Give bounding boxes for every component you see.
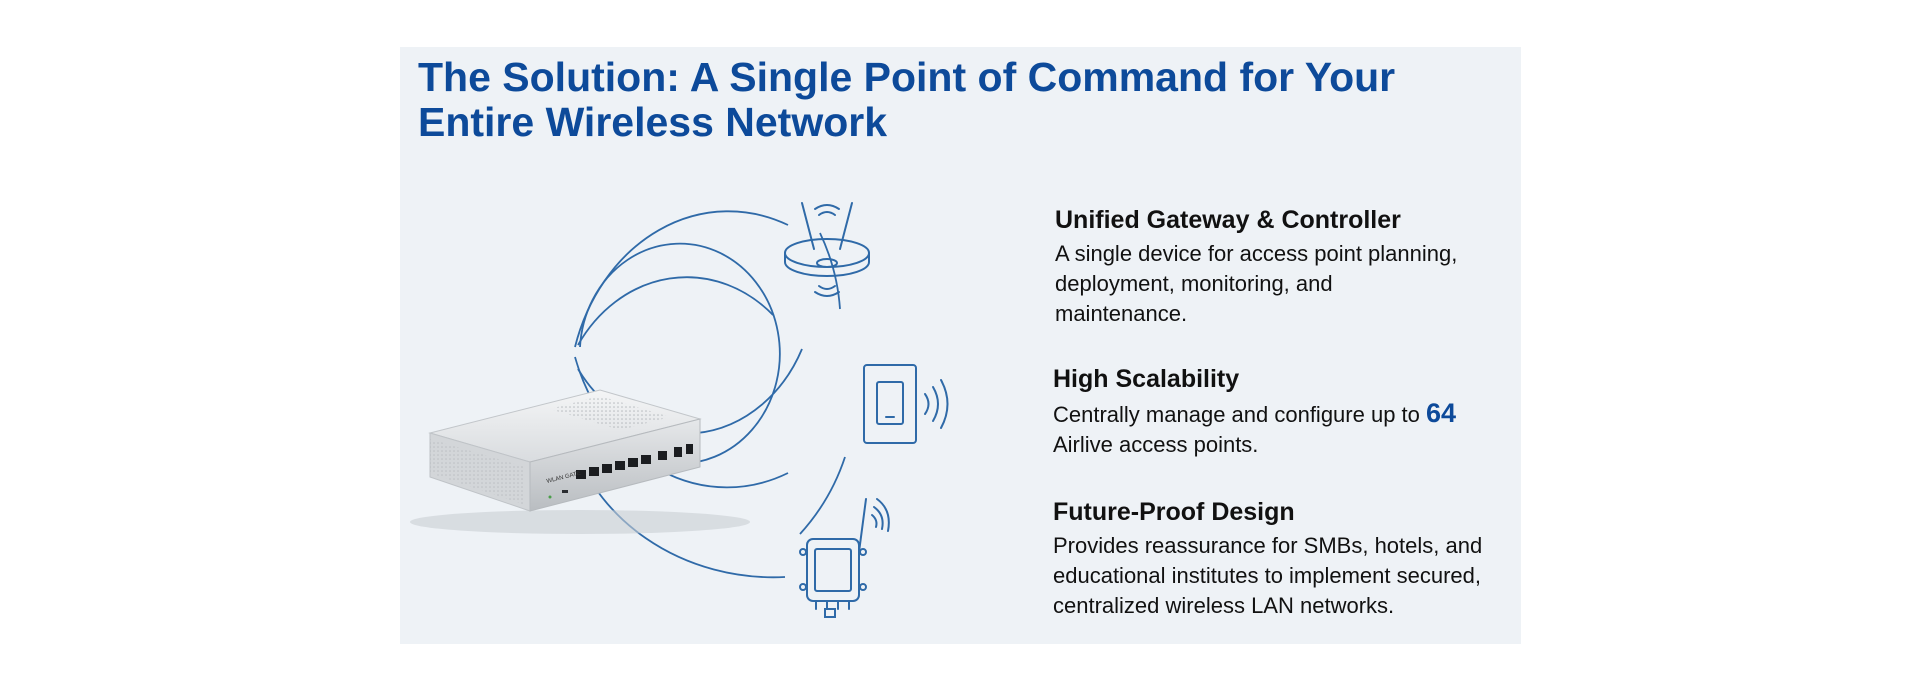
title-line-1: The Solution: A Single Point of Command … — [418, 54, 1396, 100]
outdoor-access-point-icon — [799, 498, 890, 618]
access-point-count: 64 — [1426, 398, 1457, 428]
feature-heading: Future-Proof Design — [1053, 498, 1295, 526]
ethernet-ports — [576, 444, 693, 479]
slide-title: The Solution: A Single Point of Command … — [418, 55, 1498, 145]
feature-body: A single device for access point plannin… — [1055, 239, 1505, 329]
feature-body: Centrally manage and configure up to 64 … — [1053, 398, 1503, 460]
connection-arc-right-upper — [819, 232, 841, 310]
gateway-device-image: WLAN GATE — [410, 389, 750, 534]
feature-body-line: Provides reassurance for SMBs, hotels, a… — [1053, 533, 1483, 558]
wall-plate-access-point-icon — [863, 364, 949, 444]
feature-body-line: centralized wireless LAN networks. — [1053, 593, 1395, 618]
feature-body-line: A single device for access point plannin… — [1055, 241, 1458, 266]
slide: The Solution: A Single Point of Command … — [400, 47, 1521, 644]
feature-heading: Unified Gateway & Controller — [1055, 206, 1401, 234]
feature-body: Provides reassurance for SMBs, hotels, a… — [1053, 531, 1513, 621]
connection-arc-middle — [577, 276, 774, 346]
feature-high-scalability: High Scalability Centrally manage and co… — [1053, 364, 1503, 460]
feature-body-line: educational institutes to implement secu… — [1053, 563, 1482, 588]
title-line-2: Entire Wireless Network — [418, 99, 888, 145]
feature-body-line: Centrally manage and configure up to — [1053, 402, 1427, 427]
connection-arc-right-lower — [799, 456, 846, 535]
feature-unified-gateway: Unified Gateway & Controller A single de… — [1055, 205, 1505, 329]
feature-heading: High Scalability — [1053, 365, 1240, 393]
feature-future-proof: Future-Proof Design Provides reassurance… — [1053, 497, 1513, 621]
feature-body-line: deployment, monitoring, and — [1055, 271, 1333, 296]
network-graphic: WLAN GATE — [410, 202, 949, 618]
ceiling-access-point-icon — [784, 202, 870, 297]
feature-body-line: maintenance. — [1055, 301, 1188, 326]
feature-body-line: Airlive access points. — [1053, 432, 1259, 457]
